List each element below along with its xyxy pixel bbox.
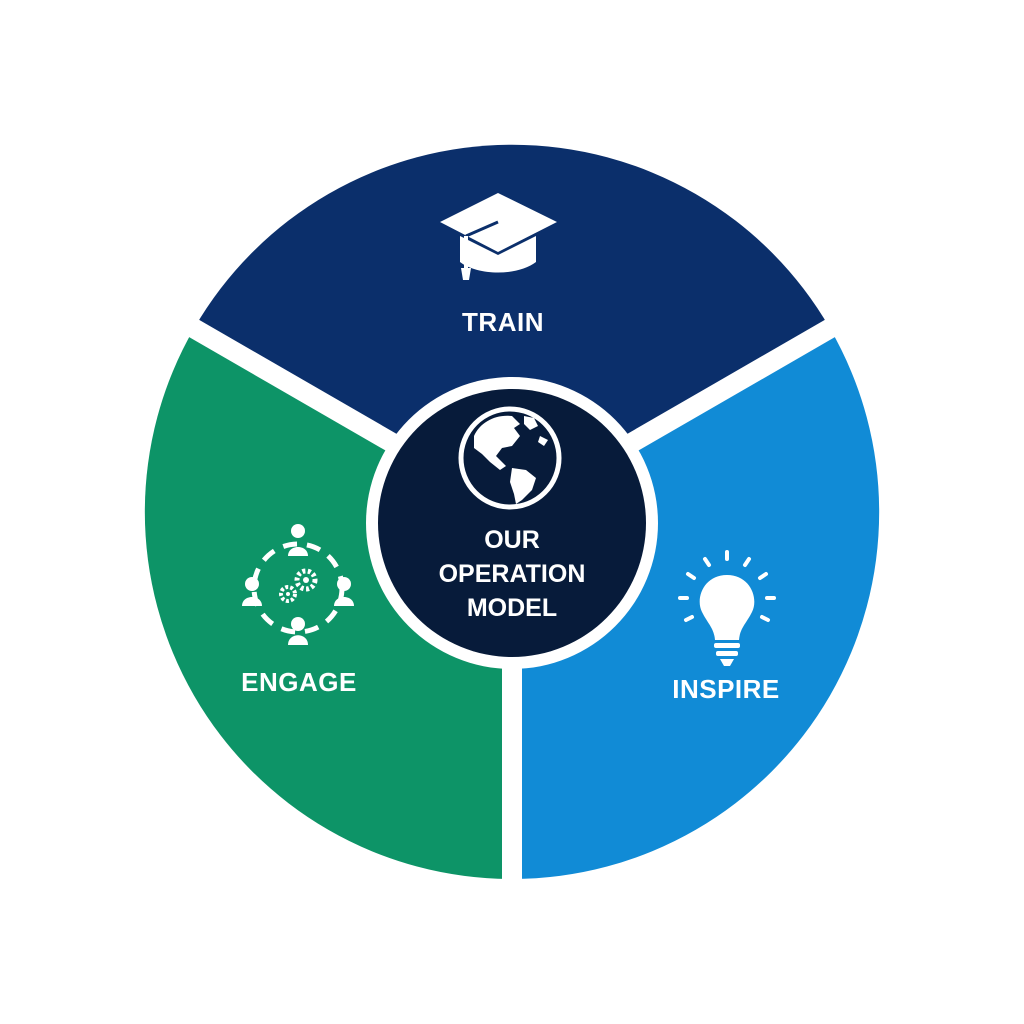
- graduation-cap-icon: [440, 193, 557, 280]
- lightbulb-icon: [678, 550, 776, 666]
- center-hub: OUR OPERATION MODEL: [366, 377, 658, 669]
- segment-inspire-label: INSPIRE: [672, 674, 780, 704]
- center-circle: [378, 389, 646, 657]
- center-label-line-1: OUR: [484, 526, 540, 554]
- team-collaboration-icon: [242, 524, 354, 645]
- center-label-line-2: OPERATION: [439, 560, 586, 588]
- center-label-line-3: MODEL: [467, 594, 557, 622]
- segment-engage-label: ENGAGE: [241, 667, 357, 697]
- globe-icon: [458, 406, 562, 510]
- segment-train-label: TRAIN: [462, 307, 544, 337]
